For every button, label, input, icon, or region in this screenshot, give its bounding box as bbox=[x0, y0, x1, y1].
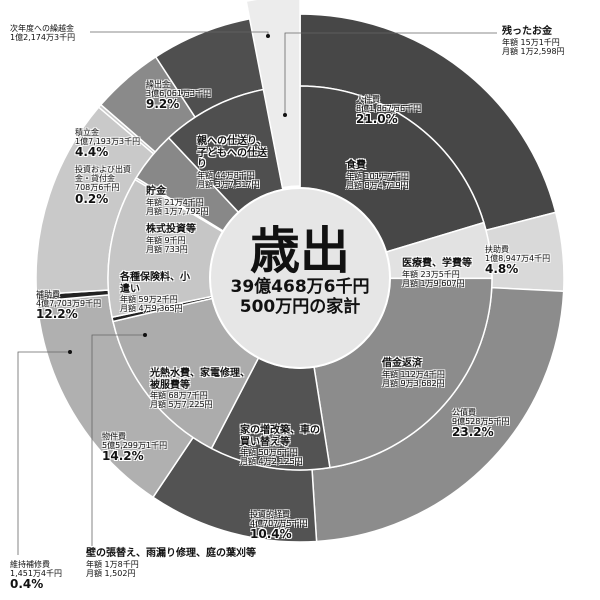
chart-title: 歳出 bbox=[250, 222, 350, 280]
repair-leader bbox=[91, 334, 145, 548]
leader-dot bbox=[266, 34, 270, 38]
label-medical: 医療費、学費等年額 23万5千円月額 1万9,607円 bbox=[402, 258, 472, 288]
ijihoshu-leader bbox=[17, 351, 70, 555]
center-title: 歳出 39億468万6千円 500万円の家計 bbox=[190, 225, 410, 317]
leader-dot bbox=[68, 350, 72, 354]
center-disk bbox=[209, 187, 391, 369]
carryover-slice bbox=[245, 0, 301, 189]
label-insurance: 各種保険料、小遣い年額 59万2千円月額 4万9,365円 bbox=[120, 272, 190, 314]
label-food: 食費年額 101万7千円月額 8万4,719円 bbox=[346, 160, 409, 190]
leader-dot bbox=[143, 333, 147, 337]
label-house: 家の増改築、車の買い替え等年額 50万6千円月額 4万2,125円 bbox=[240, 425, 320, 467]
label-repair: 壁の張替え、雨漏り修理、庭の葉刈等年額 1万8千円月額 1,502円 bbox=[86, 548, 256, 578]
label-leftover: 残ったお金年額 15万1千円月額 1万2,598円 bbox=[502, 26, 565, 56]
label-debt: 借金返済年額 112万4千円月額 9万3,682円 bbox=[382, 358, 445, 388]
household-scale: 500万円の家計 bbox=[239, 297, 361, 317]
leftover-leader bbox=[284, 32, 497, 115]
total-amount: 39億468万6千円 bbox=[230, 277, 370, 297]
label-utilities: 光熱水費、家電修理、被服費等年額 68万7千円月額 5万7,225円 bbox=[150, 368, 250, 410]
label-stocks: 株式投資等年額 9千円月額 733円 bbox=[146, 224, 196, 254]
leader-dot bbox=[283, 113, 287, 117]
label-allowance: 親への仕送り、子どもへの仕送り年額 44万8千円月額 3万7,317円 bbox=[197, 136, 267, 189]
label-savings: 貯金年額 21万4千円月額 1万7,792円 bbox=[146, 186, 209, 216]
